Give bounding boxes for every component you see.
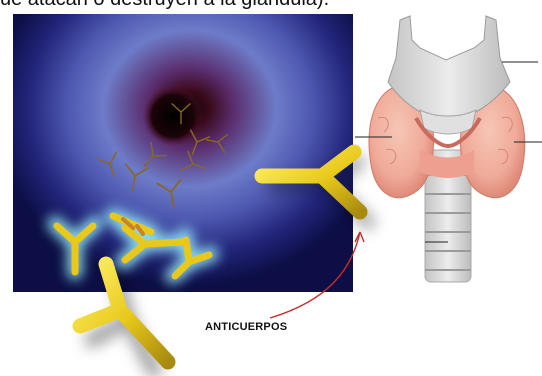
antibodies-label: ANTICUERPOS (205, 321, 287, 333)
thyroid-illustration (355, 16, 542, 282)
pointer-arrow (270, 232, 360, 318)
large-antibody-bottom (80, 264, 168, 370)
large-antibody-right (262, 152, 368, 222)
